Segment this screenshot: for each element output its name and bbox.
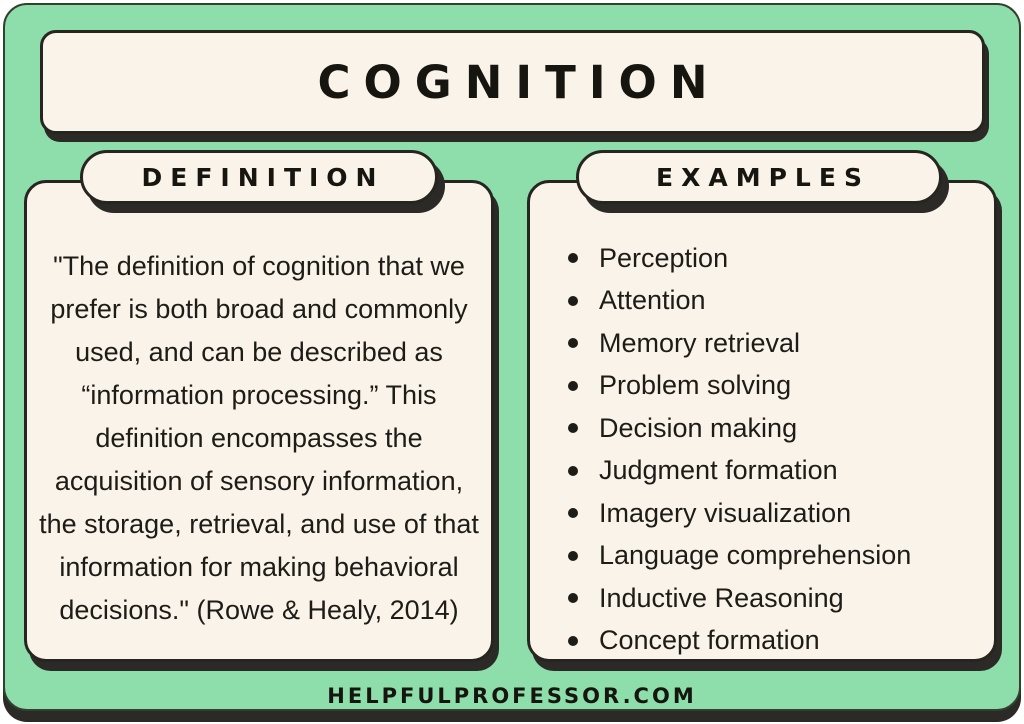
definition-quote-line: definition encompasses the — [95, 423, 423, 453]
definition-quote-line: decisions." (Rowe & Healy, 2014) — [59, 595, 459, 625]
bullet-icon — [568, 423, 578, 434]
bullet-icon — [568, 508, 578, 519]
example-list-item: Imagery visualization — [568, 492, 984, 535]
bullet-icon — [568, 465, 578, 476]
definition-quote-line: used, and can be described as — [75, 337, 443, 367]
example-list-item: Perception — [568, 237, 984, 280]
example-label: Memory retrieval — [599, 327, 801, 358]
example-list-item: Decision making — [568, 407, 984, 450]
bullet-icon — [568, 295, 578, 306]
examples-header-pill: EXAMPLES — [576, 150, 942, 204]
example-label: Problem solving — [599, 370, 792, 401]
example-label: Decision making — [599, 412, 798, 443]
example-list-item: Language comprehension — [568, 535, 984, 578]
example-label: Judgment formation — [599, 455, 838, 486]
bullet-icon — [568, 253, 578, 264]
example-list-item: Judgment formation — [568, 450, 984, 493]
definition-quote-line: prefer is both broad and commonly — [50, 294, 468, 324]
definition-quote-line: acquisition of sensory information, — [54, 466, 464, 496]
bullet-icon — [568, 593, 578, 604]
definition-quote-line: "The definition of cognition that we — [53, 251, 465, 281]
page-title: COGNITION — [317, 55, 721, 109]
examples-panel: Perception Attention Memory retrieval Pr… — [527, 180, 997, 662]
definition-header-pill: DEFINITION — [80, 150, 438, 204]
footer-site-url: HELPFULPROFESSOR.COM — [327, 684, 697, 708]
bullet-icon — [568, 338, 578, 349]
example-label: Language comprehension — [599, 540, 912, 571]
example-list-item: Problem solving — [568, 365, 984, 408]
example-label: Inductive Reasoning — [599, 582, 844, 613]
definition-quote-line: the storage, retrieval, and use of that — [39, 509, 479, 539]
title-box: COGNITION — [40, 30, 985, 134]
example-label: Attention — [599, 285, 706, 316]
definition-quote-line: “information processing.” This — [81, 380, 437, 410]
definition-quote-line: information for making behavioral — [59, 552, 459, 582]
bullet-icon — [568, 635, 578, 646]
example-list-item: Concept formation — [568, 620, 984, 663]
examples-list: Perception Attention Memory retrieval Pr… — [568, 237, 984, 662]
definition-header-label: DEFINITION — [141, 162, 385, 192]
examples-header-label: EXAMPLES — [656, 162, 870, 192]
example-label: Perception — [599, 242, 729, 273]
bullet-icon — [568, 550, 578, 561]
example-label: Imagery visualization — [599, 497, 852, 528]
example-list-item: Memory retrieval — [568, 322, 984, 365]
example-label: Concept formation — [599, 625, 820, 656]
example-list-item: Attention — [568, 280, 984, 323]
bullet-icon — [568, 380, 578, 391]
definition-panel: "The definition of cognition that we pre… — [24, 180, 494, 662]
definition-quote: "The definition of cognition that we pre… — [37, 245, 481, 632]
example-list-item: Inductive Reasoning — [568, 577, 984, 620]
